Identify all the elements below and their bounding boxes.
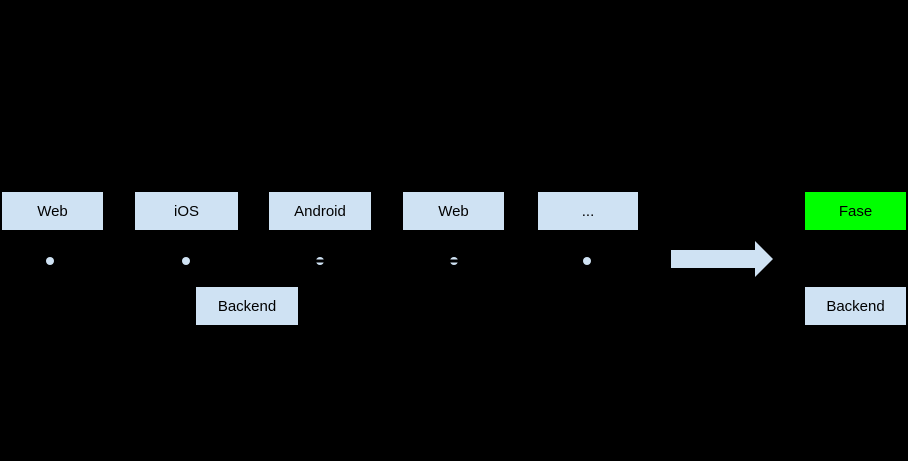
- node-web-1-label: Web: [37, 202, 68, 220]
- node-ios-label: iOS: [173, 202, 199, 220]
- dot-icon: [583, 257, 591, 265]
- node-backend-right-label: Backend: [826, 297, 885, 315]
- node-backend-left-label: Backend: [217, 297, 277, 315]
- dot-icon: [46, 257, 54, 265]
- node-fase-highlighted: Fase: [804, 191, 907, 231]
- node-android-label: Android: [294, 202, 346, 220]
- dot-icon: [182, 257, 190, 265]
- node-web-2: Web: [402, 191, 505, 231]
- node-web-2-label: Web: [438, 202, 469, 220]
- split-dot-icon: [316, 257, 324, 265]
- node-backend-left: Backend: [195, 286, 299, 326]
- node-web-1: Web: [1, 191, 104, 231]
- block-arrow-right-icon: [671, 241, 773, 277]
- node-backend-right: Backend: [804, 286, 907, 326]
- node-android: Android: [268, 191, 372, 231]
- node-ios: iOS: [134, 191, 239, 231]
- node-ellipsis-label: ...: [581, 202, 595, 220]
- node-fase-label: Fase: [838, 202, 873, 220]
- split-dot-icon: [450, 257, 458, 265]
- node-ellipsis: ...: [537, 191, 639, 231]
